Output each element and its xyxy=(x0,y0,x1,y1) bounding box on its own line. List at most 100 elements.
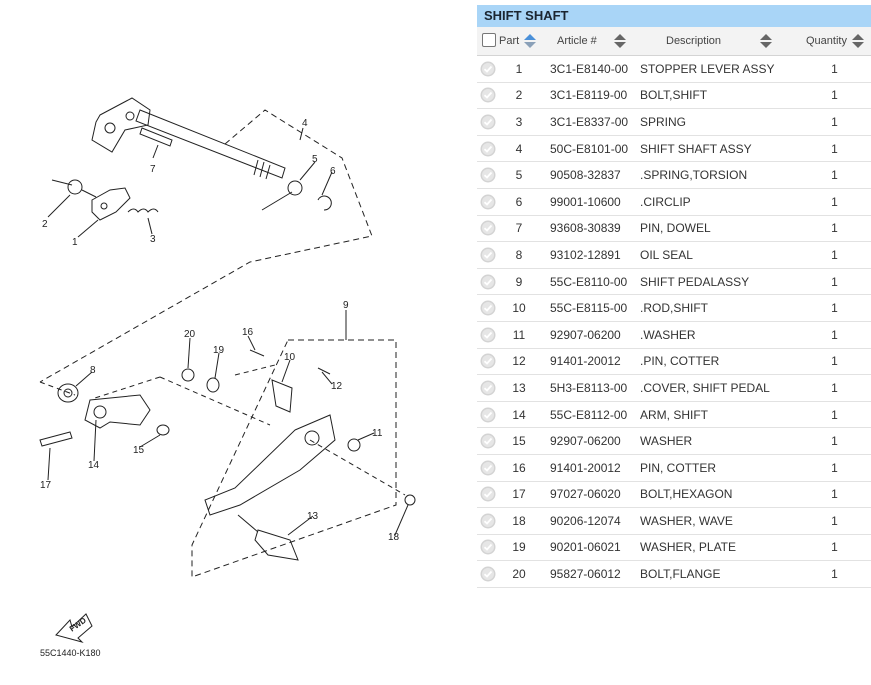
row-select-cell[interactable] xyxy=(477,188,499,215)
sort-icon[interactable] xyxy=(613,33,627,49)
col-article-label: Article # xyxy=(557,35,597,47)
part-number-cell: 9 xyxy=(515,274,523,289)
callout-15: 15 xyxy=(133,445,145,456)
callout-9: 9 xyxy=(343,300,349,311)
row-select-cell[interactable] xyxy=(477,242,499,269)
row-select-cell[interactable] xyxy=(477,215,499,242)
row-select-cell[interactable] xyxy=(477,375,499,402)
description-cell: BOLT,SHIFT xyxy=(640,88,708,103)
description-cell: .PIN, COTTER xyxy=(640,354,720,369)
row-select-cell[interactable] xyxy=(477,321,499,348)
check-circle-icon[interactable] xyxy=(480,114,496,130)
row-select-cell[interactable] xyxy=(477,109,499,136)
check-circle-icon[interactable] xyxy=(480,274,496,290)
part-number-cell: 3 xyxy=(515,114,523,129)
part-number-cell: 2 xyxy=(515,88,523,103)
article-number-cell: 55C-E8115-00 xyxy=(550,301,628,316)
sort-active-icon[interactable] xyxy=(523,33,537,49)
row-select-cell[interactable] xyxy=(477,348,499,375)
check-circle-icon[interactable] xyxy=(480,566,496,582)
check-circle-icon[interactable] xyxy=(480,380,496,396)
callout-18: 18 xyxy=(388,532,400,543)
row-select-cell[interactable] xyxy=(477,534,499,561)
col-description-header[interactable]: Description xyxy=(640,27,806,56)
quantity-cell: 1 xyxy=(831,567,838,582)
check-circle-icon[interactable] xyxy=(480,433,496,449)
check-circle-icon[interactable] xyxy=(480,87,496,103)
check-circle-icon[interactable] xyxy=(480,167,496,183)
check-circle-icon[interactable] xyxy=(480,61,496,77)
sort-icon[interactable] xyxy=(851,33,865,49)
row-select-cell[interactable] xyxy=(477,454,499,481)
check-circle-icon[interactable] xyxy=(480,247,496,263)
article-number-cell: 90201-06021 xyxy=(550,540,621,555)
row-select-cell[interactable] xyxy=(477,162,499,189)
row-select-cell[interactable] xyxy=(477,401,499,428)
check-circle-icon[interactable] xyxy=(480,539,496,555)
callout-7: 7 xyxy=(150,164,156,175)
select-all-cell[interactable] xyxy=(477,27,499,56)
parts-table: Part Article # xyxy=(477,27,871,588)
check-circle-icon[interactable] xyxy=(480,220,496,236)
row-select-cell[interactable] xyxy=(477,508,499,535)
col-part-header[interactable]: Part xyxy=(499,27,547,56)
sort-icon[interactable] xyxy=(759,33,773,49)
select-all-checkbox[interactable] xyxy=(482,32,496,47)
col-quantity-label: Quantity xyxy=(806,35,847,47)
parts-diagram: 4 5 6 7 2 1 3 8 9 14 17 15 20 19 16 10 1… xyxy=(39,97,416,658)
quantity-cell: 1 xyxy=(831,301,838,316)
description-cell: WASHER, PLATE xyxy=(640,540,737,555)
part-number-cell: 5 xyxy=(515,168,523,183)
check-circle-icon[interactable] xyxy=(480,460,496,476)
col-article-header[interactable]: Article # xyxy=(547,27,640,56)
row-select-cell[interactable] xyxy=(477,135,499,162)
check-circle-icon[interactable] xyxy=(480,513,496,529)
check-circle-icon[interactable] xyxy=(480,300,496,316)
part-number-cell: 12 xyxy=(512,354,526,369)
check-circle-icon[interactable] xyxy=(480,327,496,343)
quantity-cell: 1 xyxy=(831,540,838,555)
description-cell: .SPRING,TORSION xyxy=(640,168,748,183)
row-select-cell[interactable] xyxy=(477,561,499,588)
row-select-cell[interactable] xyxy=(477,428,499,455)
description-cell: OIL SEAL xyxy=(640,247,693,262)
col-quantity-header[interactable]: Quantity xyxy=(806,27,871,56)
fwd-label: FWD xyxy=(68,616,88,634)
check-circle-icon[interactable] xyxy=(480,353,496,369)
row-select-cell[interactable] xyxy=(477,268,499,295)
article-number-cell: 99001-10600 xyxy=(550,194,621,209)
check-circle-icon[interactable] xyxy=(480,486,496,502)
article-number-cell: 50C-E8101-00 xyxy=(550,141,629,156)
check-circle-icon[interactable] xyxy=(480,141,496,157)
row-select-cell[interactable] xyxy=(477,481,499,508)
check-circle-icon[interactable] xyxy=(480,407,496,423)
quantity-cell: 1 xyxy=(831,168,838,183)
article-number-cell: 90206-12074 xyxy=(550,513,621,528)
row-select-cell[interactable] xyxy=(477,82,499,109)
check-circle-icon[interactable] xyxy=(480,194,496,210)
row-select-cell[interactable] xyxy=(477,295,499,322)
quantity-cell: 1 xyxy=(831,114,838,129)
row-select-cell[interactable] xyxy=(477,56,499,83)
description-cell: SHIFT SHAFT ASSY xyxy=(640,141,752,156)
